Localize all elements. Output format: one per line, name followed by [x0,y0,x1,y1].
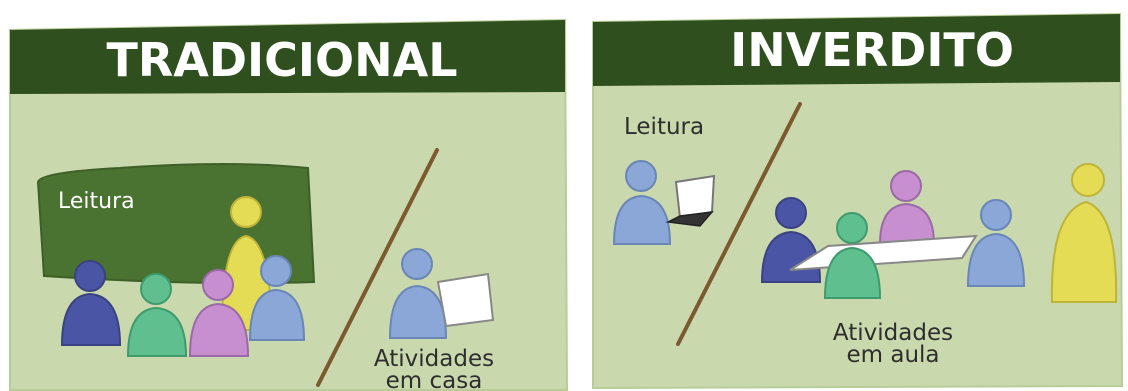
home-activities-label-line2: em casa [386,368,483,391]
divider-line [316,148,439,387]
student-green-person-icon [126,273,188,357]
paper-sheet-icon [436,272,495,328]
class-activities-label-line1: Atividades [833,320,953,346]
laptop-icon [665,174,716,227]
teacher-person-icon [1050,163,1118,303]
group-light-blue-person-icon [966,199,1026,287]
home-student-person-icon [388,248,448,339]
panel-tradicional: TRADICIONAL Leitura [9,18,569,391]
home-activities-label-line1: Atividades [374,346,494,372]
divider-line [676,102,802,346]
panel-inverdito-title: INVERDITO [730,23,1014,77]
chalkboard-label: Leitura [58,189,135,214]
student-purple-person-icon [188,269,250,357]
group-green-person-icon [823,212,882,299]
panel-inverdito-background [592,12,1124,390]
panel-inverdito-banner [593,14,1120,86]
reading-student-person-icon [612,160,672,245]
reading-label: Leitura [624,114,704,140]
panel-tradicional-title: TRADICIONAL [106,33,457,87]
group-purple-person-icon [878,170,936,245]
student-light-blue-person-icon [248,255,306,341]
class-activities-label-line2: em aula [846,342,939,368]
panel-inverdito: INVERDITO Leitura [592,12,1124,390]
student-dark-blue-person-icon [60,260,122,346]
panel-tradicional-banner [10,20,565,94]
